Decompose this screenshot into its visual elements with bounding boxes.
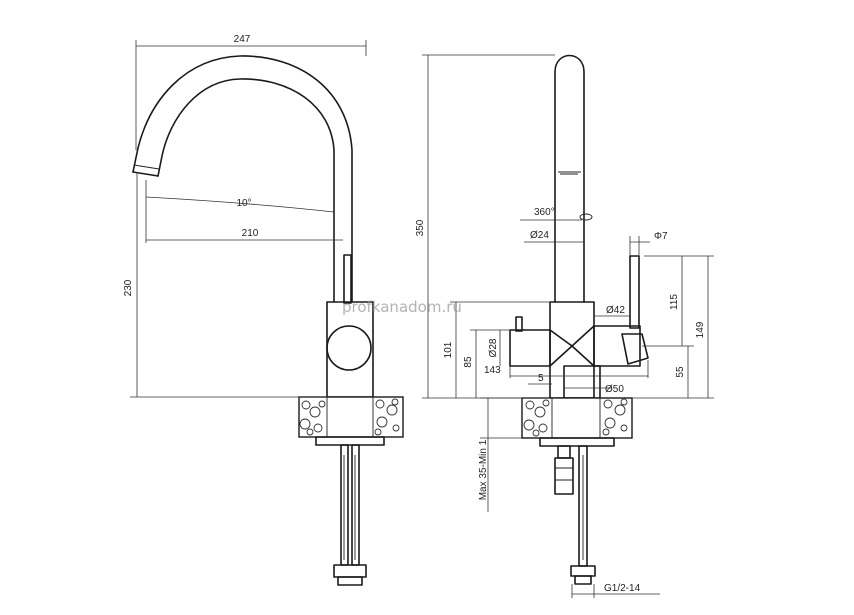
side-handle-disc [326,325,372,371]
dim-angle-label: 10° [236,198,251,209]
front-right-handle [621,333,649,365]
side-body [326,301,374,398]
dim-mount-label: Max 35-Min 1 [478,439,489,500]
dim-rotation-label: 360° [534,207,555,218]
side-dimensions: 247 10° 210 230 [123,34,367,398]
dim-handle-diameter-label: Ø28 [488,338,499,357]
dim-lever-total-label: 149 [695,321,706,338]
front-lever [629,255,640,329]
side-view: 247 10° 210 230 [123,34,404,586]
side-spout [132,55,353,303]
dim-handle-length-label: 143 [484,365,501,376]
dim-gap-label: 5 [538,373,544,384]
front-spout [554,54,585,303]
dim-body-height-label: 101 [443,341,454,358]
dim-base-height-label: 55 [675,366,686,378]
dim-height-label: 230 [123,279,134,296]
dim-handle-height-label: 85 [463,356,474,368]
watermark: profkanadom.ru [342,298,462,316]
side-supply-hoses [333,444,367,586]
front-body-junction [549,325,595,367]
dim-width-label: 247 [234,34,251,45]
front-supply-hose [554,445,596,585]
side-spout-inner [157,78,335,303]
dim-total-height-label: 350 [415,219,426,236]
dim-spout-diameter-label: Ø24 [530,230,549,241]
side-stone-pattern [299,398,400,436]
dim-base-diameter-label: Ø50 [605,384,624,395]
dim-lever-diameter-label: Φ7 [654,231,668,242]
dim-thread-label: G1/2-14 [604,583,641,594]
front-dimensions: 350 360° Ø24 Φ7 Ø42 115 149 [415,54,714,598]
front-view: 350 360° Ø24 Φ7 Ø42 115 149 [415,54,714,598]
front-left-handle [515,316,523,332]
dim-lever-height-label: 115 [669,294,680,310]
dim-reach-label: 210 [242,228,259,239]
side-lever [343,254,352,304]
front-stone-pattern [523,398,628,437]
front-body [549,301,595,399]
dim-body-diameter-label: Ø42 [606,305,625,316]
